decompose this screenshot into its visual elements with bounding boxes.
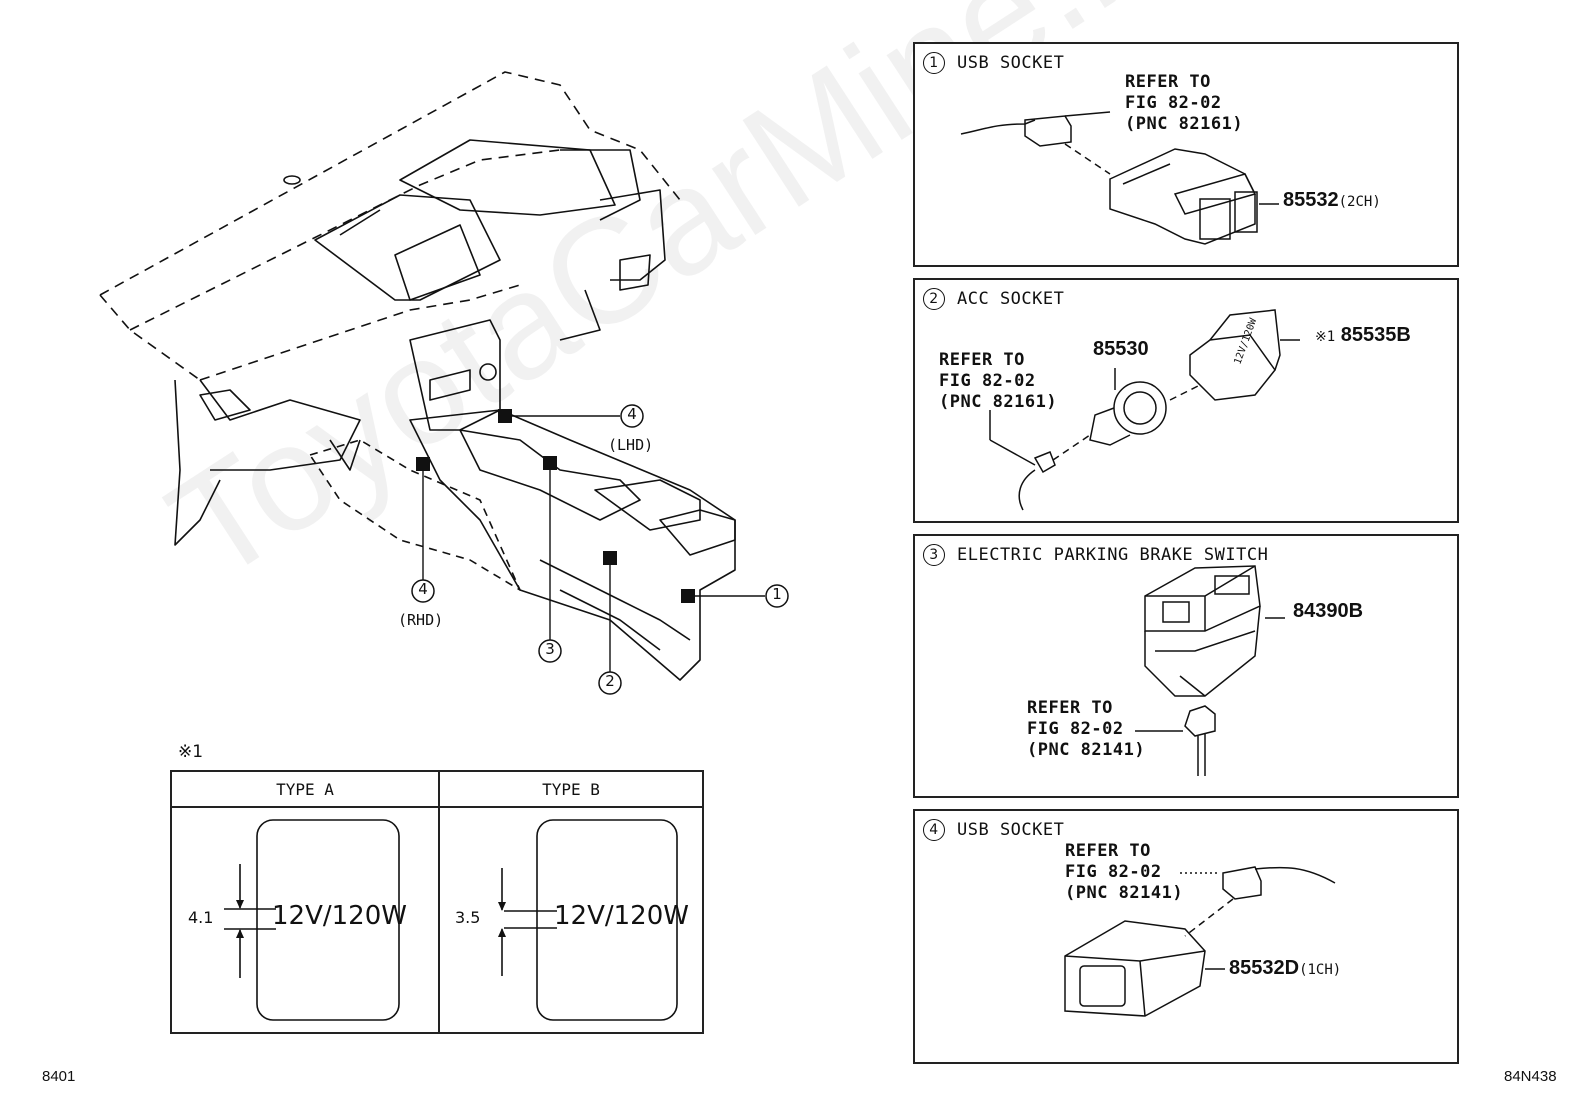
callout-num-4-rhd: 4 — [418, 580, 428, 598]
callout-num-4-lhd: 4 — [627, 405, 637, 423]
part-85532d: 85532D(1CH) — [1229, 957, 1342, 979]
type-a-label: 12V/120W — [272, 901, 407, 931]
usb-socket-2ch-drawing — [960, 111, 1279, 245]
socket-type-drawings — [224, 819, 678, 1021]
part-85530: 85530 — [1093, 338, 1149, 360]
type-a-dimension: 4.1 — [188, 908, 214, 927]
part-84390b: 84390B — [1293, 600, 1364, 622]
panel-3-title: 3 ELECTRIC PARKING BRAKE SWITCH — [923, 544, 1268, 566]
type-a-header: TYPE A — [172, 772, 440, 808]
part-85535b: ※1 85535B — [1315, 324, 1411, 346]
callout-num-3: 3 — [545, 640, 555, 658]
type-b-dimension: 3.5 — [455, 908, 481, 927]
note-mark: ※1 — [178, 742, 204, 762]
panel-4-number: 4 — [923, 819, 945, 841]
callout-sub-rhd: (RHD) — [398, 611, 444, 629]
panel-1-label: USB SOCKET — [957, 53, 1065, 73]
panel-2-number: 2 — [923, 288, 945, 310]
panel-1-title: 1 USB SOCKET — [923, 52, 1064, 74]
dashboard-illustration — [99, 71, 789, 695]
panel-4-title: 4 USB SOCKET — [923, 819, 1064, 841]
type-b-header: TYPE B — [440, 772, 702, 808]
part-85532: 85532(2CH) — [1283, 189, 1381, 211]
callout-num-1: 1 — [772, 585, 782, 603]
panel-parking-brake-switch: 3 ELECTRIC PARKING BRAKE SWITCH 84390B R… — [913, 534, 1459, 798]
panel-3-label: ELECTRIC PARKING BRAKE SWITCH — [957, 545, 1269, 565]
type-b-label: 12V/120W — [554, 901, 689, 931]
socket-type-table: TYPE A TYPE B 4.1 12V/120W 3.5 12V/120W — [170, 770, 704, 1034]
parking-brake-switch-drawing — [1135, 565, 1285, 776]
callout-sub-lhd: (LHD) — [608, 436, 654, 454]
usb-socket-1ch-drawing — [1064, 866, 1336, 1017]
panel-2-label: ACC SOCKET — [957, 289, 1065, 309]
callout-num-2: 2 — [605, 672, 615, 690]
svg-text:12V/120W: 12V/120W — [1232, 316, 1259, 366]
panel-3-number: 3 — [923, 544, 945, 566]
panel-4-label: USB SOCKET — [957, 820, 1065, 840]
acc-socket-drawing: 12V/120W — [989, 309, 1300, 511]
panel-2-title: 2 ACC SOCKET — [923, 288, 1064, 310]
panel-1-number: 1 — [923, 52, 945, 74]
footer-left-code: 8401 — [42, 1068, 76, 1085]
footer-right-code: 84N438 — [1504, 1068, 1557, 1085]
